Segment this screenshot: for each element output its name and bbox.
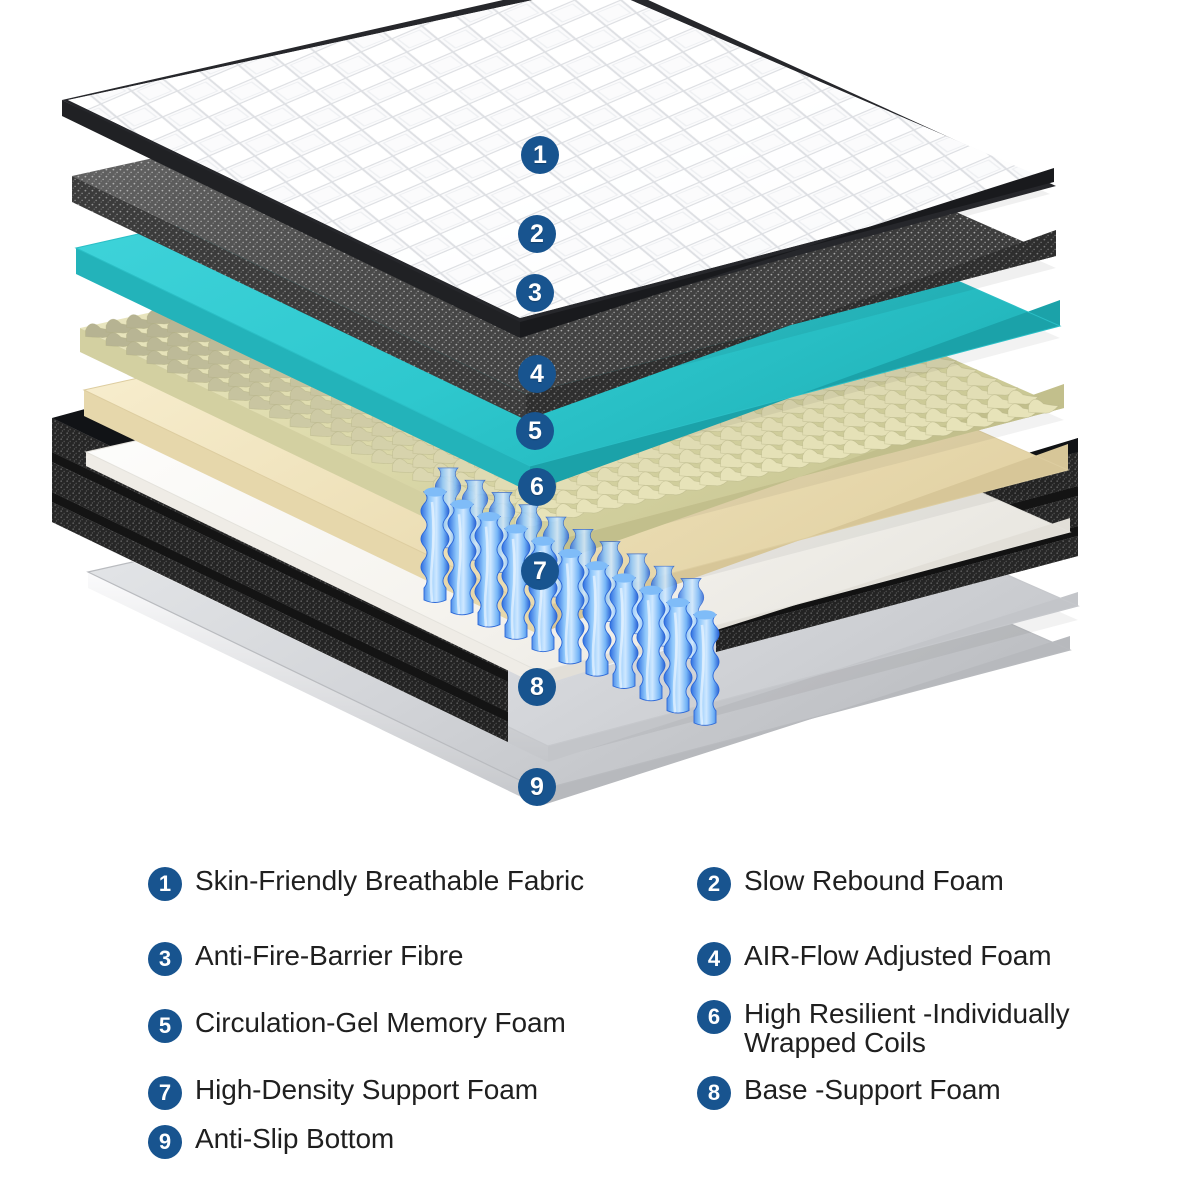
legend-badge-3: 3 [148, 942, 182, 976]
diagram-badge-7: 7 [521, 552, 559, 590]
legend-item-7[interactable]: 7 High-Density Support Foam [148, 1074, 538, 1110]
legend-label-7: High-Density Support Foam [195, 1074, 538, 1105]
legend-label-3: Anti-Fire-Barrier Fibre [195, 940, 464, 971]
diagram-badge-5: 5 [516, 412, 554, 450]
coil-column [663, 597, 693, 714]
legend-badge-2: 2 [697, 867, 731, 901]
legend-label-2: Slow Rebound Foam [744, 865, 1004, 896]
legend-item-6[interactable]: 6 High Resilient -Individually Wrapped Co… [697, 998, 1070, 1057]
coil-front-columns [420, 467, 720, 726]
legend-badge-5: 5 [148, 1009, 182, 1043]
legend-item-4[interactable]: 4 AIR-Flow Adjusted Foam [697, 940, 1052, 976]
legend-badge-8: 8 [697, 1076, 731, 1110]
diagram-badge-4: 4 [518, 355, 556, 393]
layer-legend: 1 Skin-Friendly Breathable Fabric 3 Anti-Fi… [0, 855, 1200, 1175]
coil-column [555, 548, 585, 665]
diagram-badge-1: 1 [521, 136, 559, 174]
legend-badge-7: 7 [148, 1076, 182, 1110]
exploded-mattress-diagram: 1 2 3 4 5 6 7 8 9 [52, 0, 1080, 806]
coil-column [690, 610, 720, 726]
legend-badge-9: 9 [148, 1125, 182, 1159]
legend-item-9[interactable]: 9 Anti-Slip Bottom [148, 1123, 394, 1159]
legend-item-5[interactable]: 5 Circulation-Gel Memory Foam [148, 1007, 566, 1043]
diagram-badge-6: 6 [518, 468, 556, 506]
coil-column [609, 573, 639, 689]
coil-column [474, 511, 504, 628]
diagram-badge-3: 3 [516, 274, 554, 312]
legend-item-2[interactable]: 2 Slow Rebound Foam [697, 865, 1004, 901]
legend-badge-4: 4 [697, 942, 731, 976]
coil-column [582, 561, 612, 677]
coil-column [447, 499, 477, 616]
diagram-badge-9: 9 [518, 768, 556, 806]
legend-label-5: Circulation-Gel Memory Foam [195, 1007, 566, 1038]
coil-column [501, 524, 531, 640]
coil-column [420, 487, 450, 603]
legend-item-1[interactable]: 1 Skin-Friendly Breathable Fabric [148, 865, 584, 901]
legend-label-1: Skin-Friendly Breathable Fabric [195, 865, 585, 896]
legend-label-8: Base -Support Foam [744, 1074, 1001, 1105]
legend-item-8[interactable]: 8 Base -Support Foam [697, 1074, 1001, 1110]
legend-label-4: AIR-Flow Adjusted Foam [744, 940, 1052, 971]
legend-badge-6: 6 [697, 1000, 731, 1034]
coil-column [636, 585, 666, 702]
legend-label-6: High Resilient -Individually Wrapped Coi… [744, 998, 1070, 1058]
legend-label-9: Anti-Slip Bottom [195, 1123, 395, 1154]
legend-badge-1: 1 [148, 867, 182, 901]
diagram-badge-8: 8 [518, 668, 556, 706]
diagram-badge-2: 2 [518, 215, 556, 253]
legend-item-3[interactable]: 3 Anti-Fire-Barrier Fibre [148, 940, 464, 976]
